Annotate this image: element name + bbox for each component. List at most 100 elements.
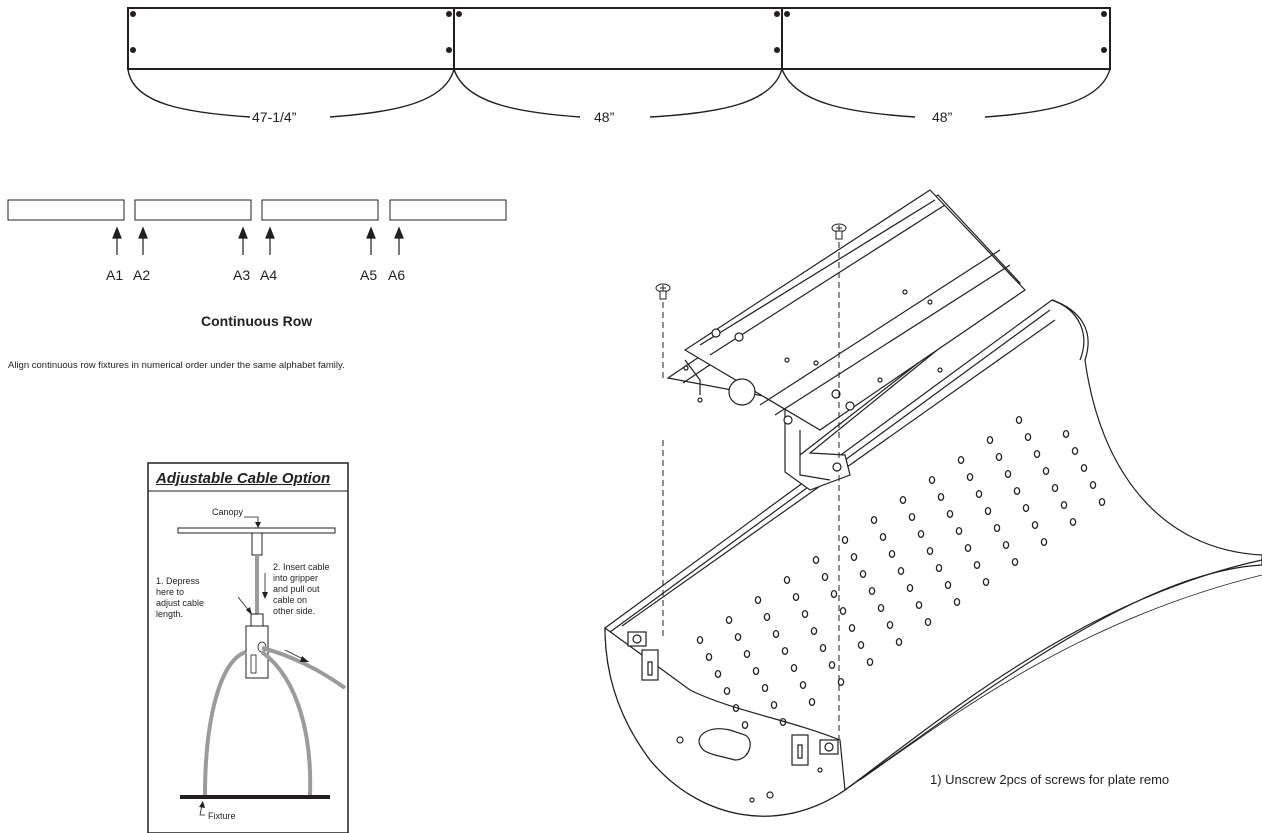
fixture-segment-3	[781, 7, 1111, 70]
dimension-arcs	[127, 68, 1111, 118]
perforation-hole	[763, 612, 771, 622]
screws	[655, 223, 847, 300]
perforation-hole	[792, 592, 800, 602]
perforation-hole	[1098, 497, 1106, 507]
perforation-hole	[732, 703, 740, 713]
perforation-hole	[928, 475, 936, 485]
perforation-hole	[866, 657, 874, 667]
continuous-box-c	[261, 199, 379, 221]
row-label-a6: A6	[388, 267, 406, 283]
perforation-hole	[1089, 480, 1097, 490]
cable-option-panel	[147, 462, 349, 833]
perforation-hole	[1033, 449, 1041, 459]
perforation-hole	[926, 546, 934, 556]
perforation-hole	[725, 615, 733, 625]
perforation-hole	[841, 535, 849, 545]
reflector-assembly	[604, 299, 1262, 817]
perforation-hole	[1013, 486, 1021, 496]
perforation-hole	[1080, 463, 1088, 473]
perforation-hole	[830, 589, 838, 599]
perforation-hole	[886, 620, 894, 630]
perforation-hole	[1015, 415, 1023, 425]
perforation-hole	[870, 515, 878, 525]
row-label-a1: A1	[106, 267, 124, 283]
perforation-hole	[993, 523, 1001, 533]
perforation-hole	[1060, 500, 1068, 510]
perforation-hole	[877, 603, 885, 613]
perforation-hole	[783, 575, 791, 585]
perforation-hole	[743, 649, 751, 659]
perforation-hole	[1024, 432, 1032, 442]
perforation-hole	[973, 560, 981, 570]
perforation-hole	[812, 555, 820, 565]
knockout-hole	[728, 378, 756, 406]
step2-label: 2. Insert cable into gripper and pull ou…	[273, 562, 330, 616]
perforation-hole	[705, 652, 713, 662]
perforation-hole	[850, 552, 858, 562]
perforation-hole	[1069, 517, 1077, 527]
continuous-row-heading: Continuous Row	[201, 313, 313, 329]
perforation-hole	[955, 526, 963, 536]
perforation-hole	[1071, 446, 1079, 456]
perforation-hole	[770, 700, 778, 710]
cable-panel-frame	[147, 462, 349, 833]
step1-label: 1. Depress here to adjust cable length.	[156, 576, 205, 619]
reflector-end-cap	[604, 626, 846, 817]
perforation-hole	[1004, 469, 1012, 479]
perforation-hole	[953, 597, 961, 607]
perforation-hole	[857, 640, 865, 650]
continuous-box-d	[389, 199, 507, 221]
perforation-hole	[741, 720, 749, 730]
perforation-hole	[897, 566, 905, 576]
perforation-hole	[1062, 429, 1070, 439]
cable-option-title: Adjustable Cable Option	[156, 470, 331, 487]
dimension-label-1: 47-1/4”	[252, 109, 297, 125]
canopy-stem	[251, 532, 263, 556]
perforation-hole	[1011, 557, 1019, 567]
perforation-hole	[935, 563, 943, 573]
perforation-hole	[848, 623, 856, 633]
label-arrows	[112, 226, 404, 255]
perforation-hole	[859, 569, 867, 579]
perforation-hole	[723, 686, 731, 696]
perforation-hole	[828, 660, 836, 670]
perforation-hole	[1051, 483, 1059, 493]
perforation-hole	[924, 617, 932, 627]
cable-gripper-top	[250, 613, 264, 627]
instruction-step-1: 1) Unscrew 2pcs of screws for plate remo	[930, 772, 1170, 787]
perforation-hole	[799, 680, 807, 690]
dimension-label-2: 48”	[594, 109, 615, 125]
perforation-hole	[1031, 520, 1039, 530]
perforation-hole	[915, 600, 923, 610]
canopy-label: Canopy	[212, 507, 244, 517]
perforation-hole	[986, 435, 994, 445]
perforation-hole	[779, 717, 787, 727]
perforation-hole	[1040, 537, 1048, 547]
perforation-hole	[819, 643, 827, 653]
mounting-dots	[130, 11, 1107, 53]
perforation-hole	[714, 669, 722, 679]
perforation-hole	[964, 543, 972, 553]
fixture-segment-1	[127, 7, 455, 70]
perforation-hole	[801, 609, 809, 619]
perforation-hole	[984, 506, 992, 516]
perforation-hole	[1002, 540, 1010, 550]
row-label-a5: A5	[360, 267, 378, 283]
continuous-box-b	[134, 199, 252, 221]
row-label-a3: A3	[233, 267, 251, 283]
perforation-hole	[868, 586, 876, 596]
perforation-hole	[1042, 466, 1050, 476]
perforation-hole	[906, 583, 914, 593]
canopy-plate	[177, 527, 336, 534]
perforation-hole	[957, 455, 965, 465]
perforation-hole	[761, 683, 769, 693]
continuous-row-fixtures	[7, 199, 507, 221]
perforation-hole	[781, 646, 789, 656]
reflector-perforations	[696, 415, 1106, 730]
row-label-a4: A4	[260, 267, 278, 283]
perforation-hole	[899, 495, 907, 505]
perforation-hole	[995, 452, 1003, 462]
perforation-hole	[895, 637, 903, 647]
perforation-hole	[879, 532, 887, 542]
